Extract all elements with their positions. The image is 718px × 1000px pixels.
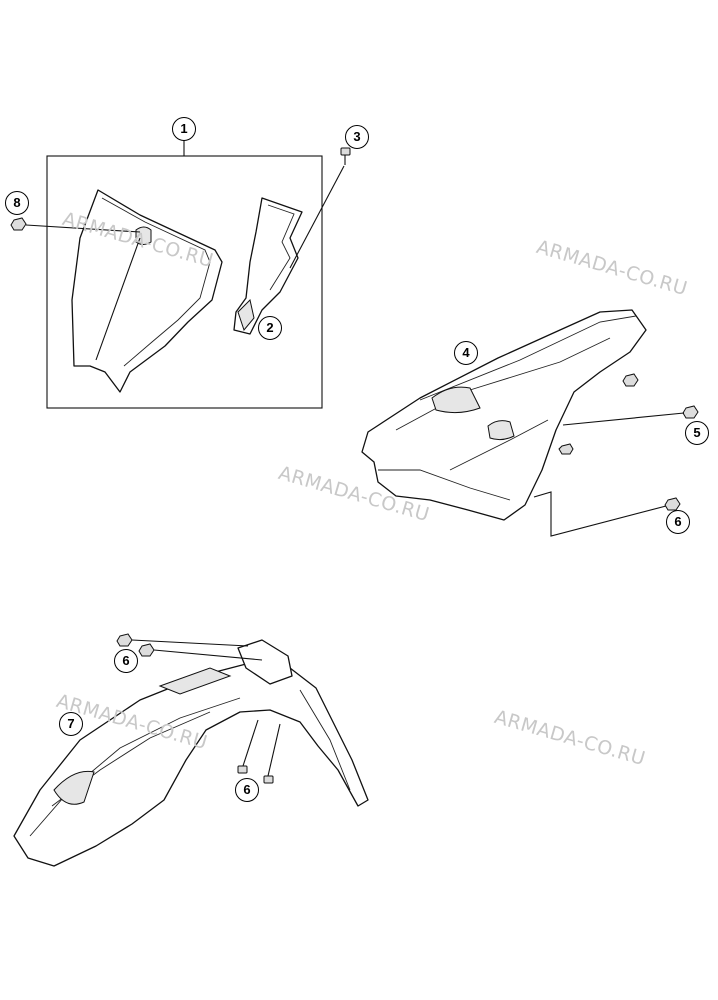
screw-front-low-2 [263,775,274,784]
bolt-front-1 [116,633,133,647]
leader-5 [562,412,685,426]
callout-6: 6 [235,778,259,802]
number-plate [71,189,223,393]
bolt-rear-5 [682,405,699,419]
callout-8: 8 [5,191,29,215]
leader-front-bolt-2 [153,649,263,661]
bolt-rear-6 [664,497,681,511]
callout-6: 6 [114,649,138,673]
callout-2: 2 [258,316,282,340]
leader-front-bolt-1 [131,639,249,647]
bolt-front-2 [138,643,155,657]
leader-screw-low-2 [267,723,281,777]
nut-8 [10,217,27,231]
front-fender [13,639,369,867]
leader-screw-low-1 [242,719,259,767]
bolt-rear-side [558,443,574,455]
callout-1: 1 [172,117,196,141]
screw-front-low-1 [237,765,248,774]
rear-fender [361,309,647,521]
callout-3: 3 [345,125,369,149]
callout-7: 7 [59,712,83,736]
leader-3 [289,165,345,269]
leader-8b [95,237,141,361]
leader-8 [25,224,141,233]
bolt-rear-top [622,373,639,387]
leader-6-rear [533,491,667,537]
callout-6: 6 [666,510,690,534]
screw-3 [340,147,351,165]
callout-5: 5 [685,421,709,445]
callout-4: 4 [454,341,478,365]
side-bracket [233,197,303,335]
